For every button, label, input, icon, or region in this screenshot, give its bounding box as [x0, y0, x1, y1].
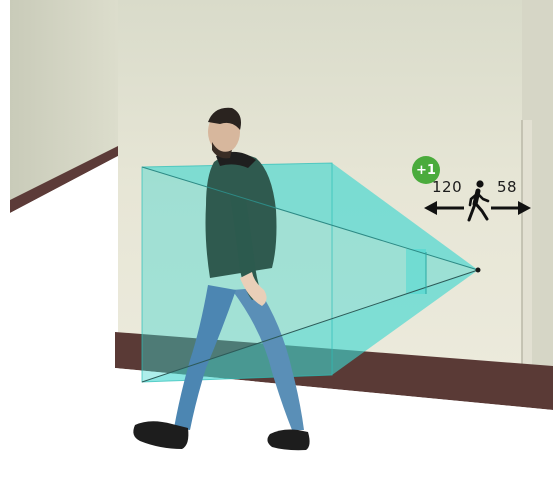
right-count: 58	[497, 178, 517, 196]
sensor-dot-icon	[476, 268, 481, 273]
detection-zone-inner-panel	[406, 249, 426, 294]
door-frame	[522, 120, 532, 385]
left-count: 120	[432, 178, 462, 196]
